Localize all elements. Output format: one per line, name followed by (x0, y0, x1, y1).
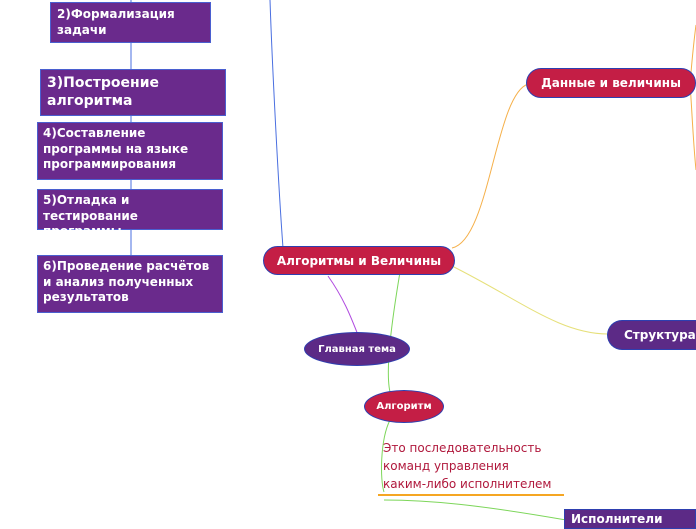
link-central-structure (451, 265, 609, 335)
step-label: 6)Проведение расчётов и анализ полученны… (43, 259, 210, 305)
main-topic-label: Главная тема (318, 343, 396, 355)
algorithm-definition-note: Это последовательность команд управления… (383, 439, 551, 493)
step-box-debugging[interactable]: 5)Отладка и тестирование программы (37, 189, 223, 238)
executors-label: Исполнители (571, 512, 663, 526)
step-box-programming[interactable]: 4)Составление программы на языке програм… (37, 122, 223, 180)
step-box-algorithm-building[interactable]: 3)Построение алгоритма (40, 69, 226, 116)
link-central-main (327, 275, 361, 341)
note-line-3: каким-либо исполнителем (383, 477, 552, 491)
note-underline (378, 494, 564, 496)
structure-node[interactable]: Структура (607, 320, 696, 350)
step-label: 4)Составление программы на языке програм… (43, 126, 189, 172)
step-box-formalization[interactable]: 2)Формализация задачи (50, 2, 211, 43)
note-line-1: Это последовательность (383, 441, 542, 455)
link-algorithm-note (381, 419, 391, 493)
central-topic-node[interactable]: Алгоритмы и Величины (263, 246, 455, 275)
data-values-label: Данные и величины (541, 76, 681, 90)
structure-label: Структура (624, 328, 696, 342)
step-label: 5)Отладка и тестирование программы (43, 193, 138, 239)
link-algorithm-executors (383, 499, 567, 520)
step-label: 2)Формализация задачи (57, 7, 175, 37)
link-central-top (269, 0, 284, 249)
executors-node[interactable]: Исполнители (564, 509, 696, 529)
link-central-algorithm (387, 271, 401, 393)
step-box-calculations[interactable]: 6)Проведение расчётов и анализ полученны… (37, 255, 223, 313)
data-values-node[interactable]: Данные и величины (526, 68, 696, 98)
algorithm-label: Алгоритм (376, 401, 432, 412)
step-label: 3)Построение алгоритма (47, 75, 159, 110)
link-data-branches (689, 24, 696, 171)
note-line-2: команд управления (383, 459, 509, 473)
link-central-data (451, 83, 529, 249)
algorithm-node[interactable]: Алгоритм (364, 390, 444, 423)
central-topic-label: Алгоритмы и Величины (276, 253, 442, 268)
main-topic-node[interactable]: Главная тема (304, 332, 410, 366)
